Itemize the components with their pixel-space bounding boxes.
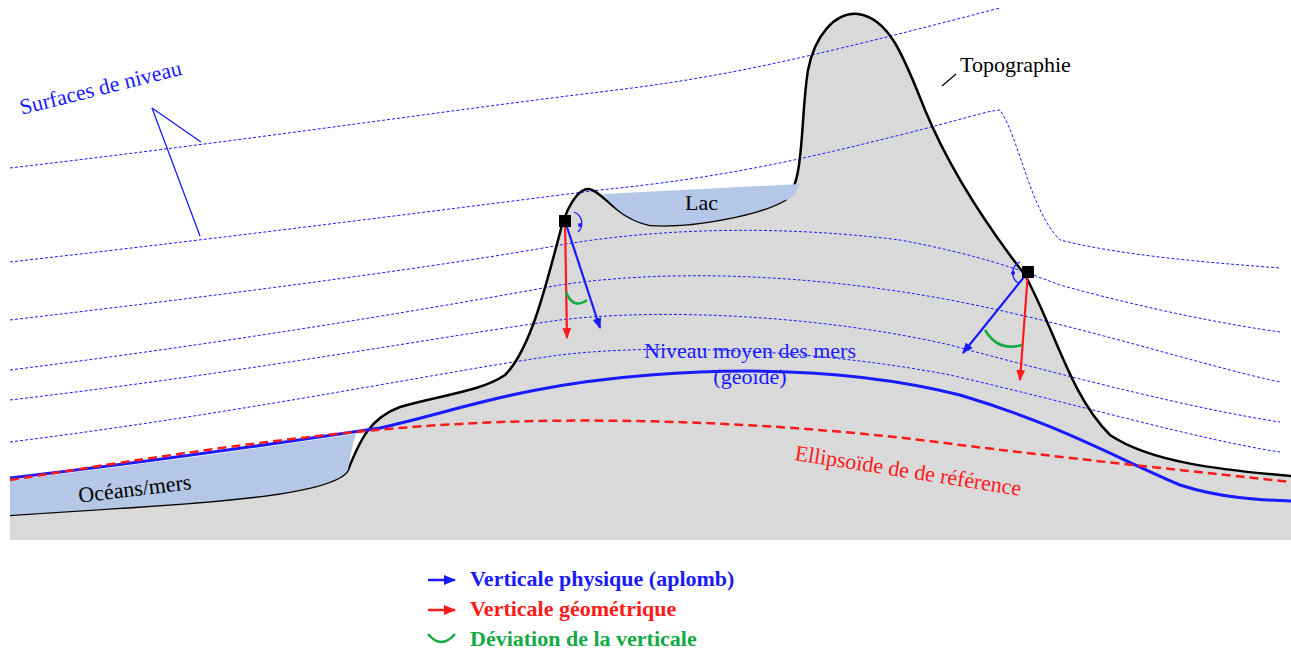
topography-label: Topographie bbox=[960, 52, 1071, 78]
water-fill bbox=[10, 434, 356, 515]
level-surfaces bbox=[10, 8, 1280, 452]
legend-entry: Verticale géométrique bbox=[470, 596, 676, 622]
terrain bbox=[10, 14, 1291, 540]
vertical-arrows bbox=[963, 262, 1034, 380]
level-surfaces-label: Surfaces de niveau bbox=[17, 55, 185, 120]
legend-samples bbox=[428, 580, 455, 642]
water-label: Lac bbox=[685, 190, 718, 216]
water-body: Océans/mers bbox=[10, 428, 362, 520]
water-fill bbox=[603, 184, 800, 225]
water-body: Lac bbox=[595, 178, 810, 230]
topography-line bbox=[10, 14, 1291, 515]
leader-line bbox=[152, 108, 201, 236]
legend-entry: Déviation de la verticale bbox=[470, 626, 697, 652]
geoid-label: Niveau moyen des mers (géoïde) bbox=[630, 338, 870, 390]
vertical-arrows bbox=[559, 212, 600, 338]
legend-entry: Verticale physique (aplomb) bbox=[470, 566, 734, 592]
leader-line bbox=[942, 74, 956, 86]
